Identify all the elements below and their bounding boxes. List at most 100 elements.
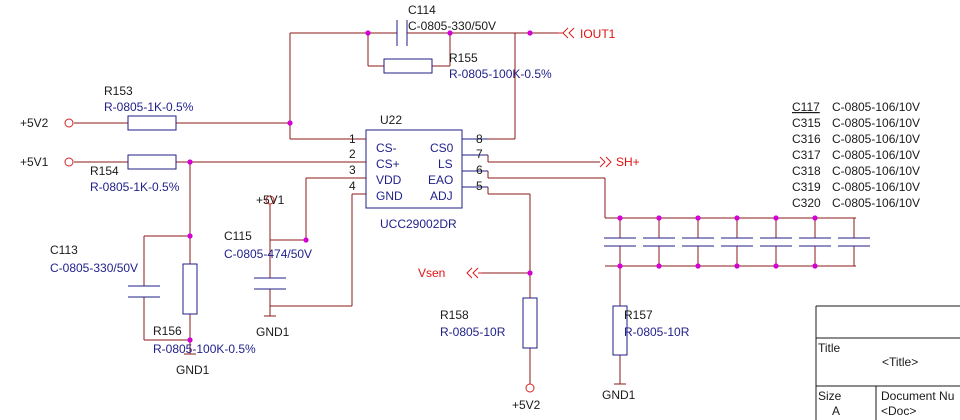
labels: +5V2 +5V1 +5V1 +5V2 IOUT1 SH+ Vsen GND1 … [20,3,690,412]
junction-dot [656,215,662,221]
bank-capacitor [760,215,792,269]
net-label-5v2-bottom: +5V2 [512,398,541,412]
vsen-port-arrow [466,267,479,279]
c113-ref: C113 [50,243,78,257]
net-label-5v2: +5V2 [20,116,49,130]
junction-dot [773,215,779,221]
title-label: Title [818,341,841,355]
iout1-port-arrow [562,27,575,39]
cap-value: C-0805-106/10V [832,196,920,210]
net-label-vsen: Vsen [418,266,445,280]
cap-ref: C320 [792,196,821,210]
c115-value: C-0805-474/50V [224,247,312,261]
junction-dot [303,237,309,243]
c114-ref: C114 [408,3,436,17]
r155-value: R-0805-100K-0.5% [449,67,552,81]
r154-body [127,154,177,170]
junction-dot [695,263,701,269]
component-symbols [127,20,628,356]
junction-dot [812,263,818,269]
r157-value: R-0805-10R [624,325,690,339]
junction-dot [365,30,371,36]
junctions [187,30,533,343]
u22-pin-7-name: LS [438,157,453,171]
document-number-label: Document Nu [881,389,954,403]
size-label: Size [818,389,842,403]
u22-pin-1-name: CS- [376,141,397,155]
junction-dot [287,120,293,126]
title-block: Title <Title> Size A Document Nu <Doc> [815,305,960,420]
u22-pin-2-num: 2 [349,147,356,161]
net-label-sh: SH+ [616,155,640,169]
u22-pin-5-num: 5 [476,179,483,193]
u22-pin-4-name: GND [376,189,403,203]
sh-port-arrow [599,156,612,168]
v5v2-port-circle [64,118,74,128]
net-label-5v1-vdd: +5V1 [256,193,285,207]
cap-value: C-0805-106/10V [832,132,920,146]
cap-ref: C317 [792,148,821,162]
r158-value: R-0805-10R [440,325,506,339]
r154-ref: R154 [90,164,119,178]
r155-body [383,58,433,74]
r154-value: R-0805-1K-0.5% [90,180,180,194]
junction-dot [187,233,193,239]
size-value: A [832,404,840,418]
bank-capacitor [682,215,714,269]
c114-value: C-0805-330/50V [408,19,496,33]
v5v1-port-circle [64,157,74,167]
cap-bank [604,215,870,269]
cap-value: C-0805-106/10V [832,100,920,114]
r157-body [612,305,628,356]
cap-value: C-0805-106/10V [832,164,920,178]
cap-bank-labels: C117 C-0805-106/10V C315 C-0805-106/10V … [792,100,920,210]
u22-pin-6-num: 6 [476,163,483,177]
u22-part: UCC29002DR [380,217,457,231]
r156-body [182,263,198,315]
u22-pin-2-name: CS+ [376,157,400,171]
wires [74,32,856,384]
junction-dot [447,30,453,36]
cap-ref: C319 [792,180,821,194]
net-label-5v1: +5V1 [20,155,49,169]
u22-ref: U22 [380,113,402,127]
cap-ref: C316 [792,132,821,146]
cap-value: C-0805-106/10V [832,180,920,194]
c113-value: C-0805-330/50V [50,261,138,275]
u22-pin-5-name: ADJ [430,189,453,203]
junction-dot [187,159,193,165]
bank-capacitor [604,215,636,269]
r153-value: R-0805-1K-0.5% [104,100,194,114]
junction-dot [773,263,779,269]
cap-value: C-0805-106/10V [832,148,920,162]
c115-ref: C115 [224,229,252,243]
u22-pin-4-num: 4 [349,179,356,193]
junction-dot [812,215,818,221]
u22-pin-8-name: CS0 [430,141,454,155]
r156-value: R-0805-100K-0.5% [153,342,256,356]
junction-dot [617,263,623,269]
v5v1-vdd-port-circle [265,195,275,205]
r157-ref: R157 [624,308,653,322]
u22-pin-1-num: 1 [349,132,356,146]
junction-dot [656,263,662,269]
r153-body [127,115,177,131]
gnd-label-r156: GND1 [176,363,210,377]
power-ports [64,27,626,393]
r158-ref: R158 [440,308,469,322]
r158-body [522,297,538,349]
junction-dot [695,215,701,221]
bank-capacitor [799,215,831,269]
bank-capacitor [643,215,675,269]
junction-dot [527,30,533,36]
cap-value: C-0805-106/10V [832,116,920,130]
bank-capacitor [838,218,870,266]
u22-body [365,129,463,209]
junction-dot [527,270,533,276]
bank-capacitor [721,215,753,269]
r156-ref: R156 [153,324,182,338]
u22-pin-6-name: EAO [428,173,453,187]
junction-dot [734,215,740,221]
cap-ref: C318 [792,164,821,178]
